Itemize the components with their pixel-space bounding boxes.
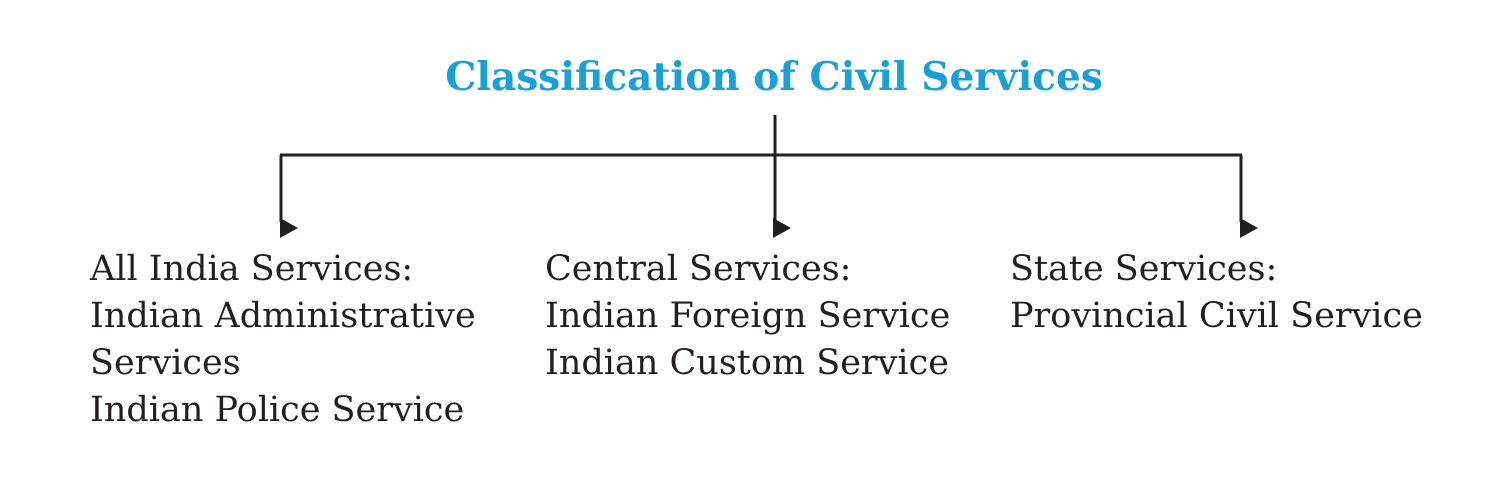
- branch-item: Indian Custom Service: [545, 343, 949, 383]
- arrow-head-right: [1240, 218, 1258, 238]
- branch-item: Services: [90, 343, 241, 383]
- diagram-title: Classification of Civil Services: [445, 54, 1103, 100]
- branch-item: Provincial Civil Service: [1010, 296, 1423, 336]
- branch-item: Indian Foreign Service: [545, 296, 951, 336]
- branch-heading: State Services:: [1010, 249, 1278, 289]
- branch-all-india-services: All India Services: Indian Administrativ…: [90, 246, 476, 434]
- branch-state-services: State Services: Provincial Civil Service: [1010, 246, 1423, 340]
- arrow-head-left: [280, 218, 298, 238]
- branch-central-services: Central Services: Indian Foreign Service…: [545, 246, 950, 387]
- branch-heading: All India Services:: [90, 249, 414, 289]
- branch-item: Indian Police Service: [90, 390, 465, 430]
- branch-item: Indian Administrative: [90, 296, 476, 336]
- arrow-head-center: [773, 218, 791, 238]
- branch-heading: Central Services:: [545, 249, 852, 289]
